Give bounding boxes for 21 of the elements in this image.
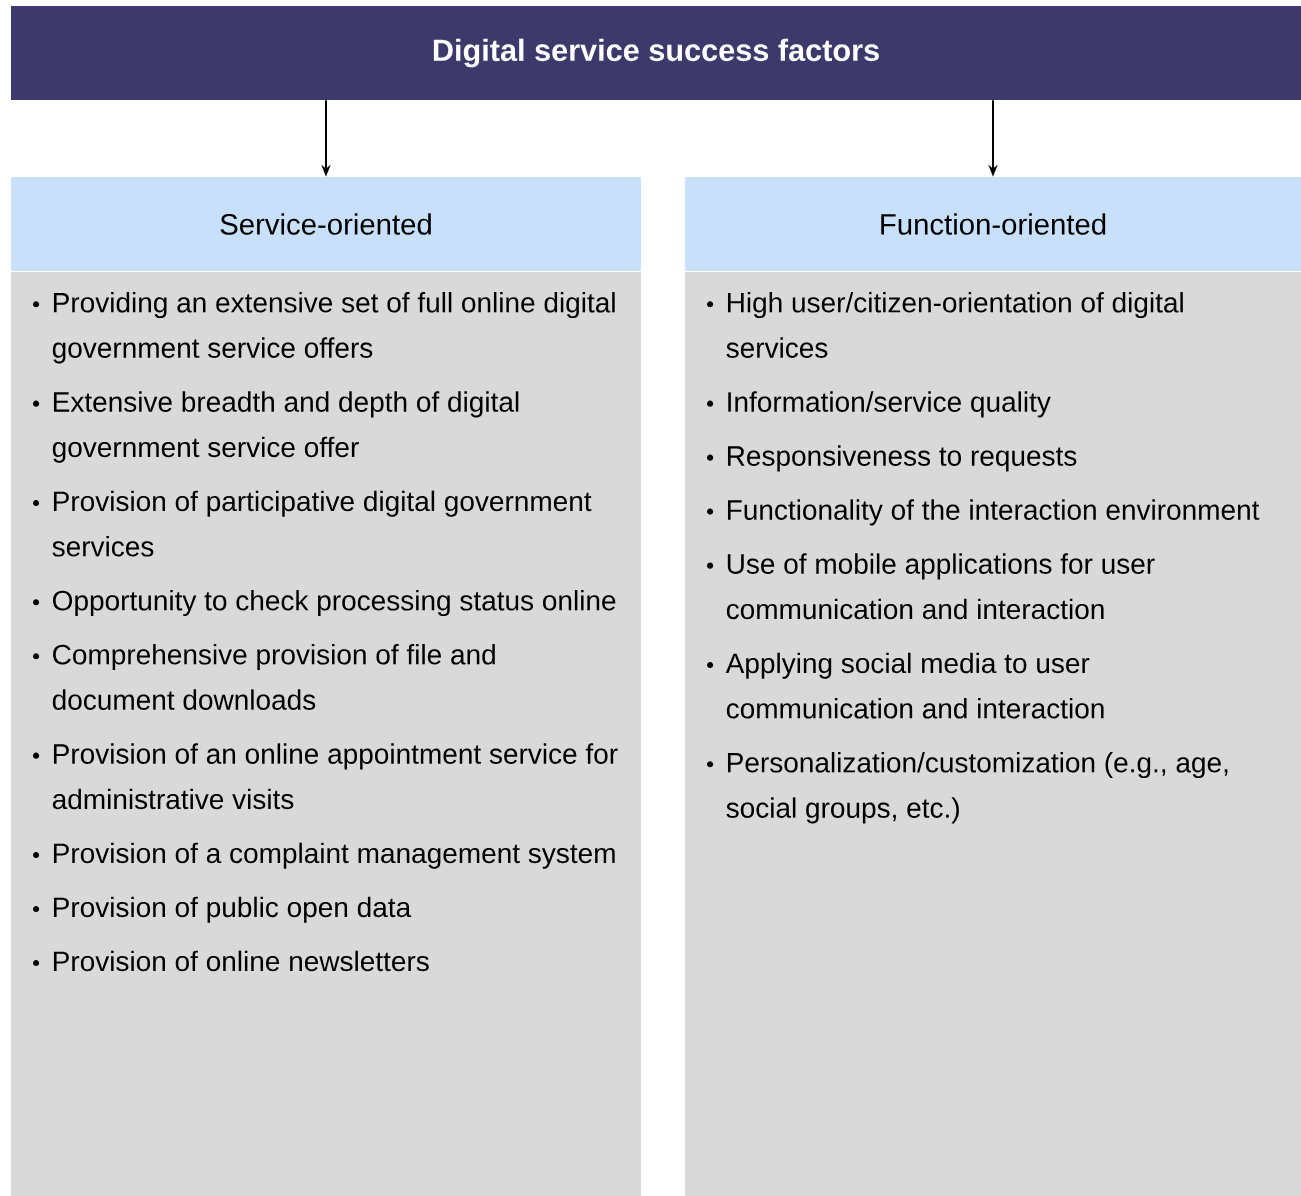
title-banner: Digital service success factors	[11, 6, 1301, 100]
list-item: Provision of a complaint management system	[33, 842, 615, 869]
list-item: High user/citizen-orientation of digital services	[707, 292, 1183, 358]
list-item: Comprehensive provision of file and document downloads	[33, 644, 495, 710]
column-header: Function-oriented	[685, 177, 1301, 271]
list-item: Use of mobile applications for user communication and interaction	[707, 553, 1155, 620]
list-item: Provision of participative digital government services	[33, 490, 592, 557]
list-panel	[685, 272, 1301, 1196]
list-item: Extensive breadth and depth of digital government service offer	[33, 391, 519, 463]
column-header: Service-oriented	[11, 177, 641, 271]
list-item: Information/service quality	[707, 391, 1051, 418]
list-item: Provision of an online appointment service for administrative visits	[33, 743, 618, 810]
list-item: Provision of public open data	[33, 896, 412, 923]
list-item: Personalization/customization (e.g., age, social groups, etc.)	[707, 752, 1228, 824]
list-item: Providing an extensive set of full online digital government service offers	[33, 292, 615, 364]
list-item: Functionality of the interaction environment	[707, 499, 1260, 526]
list-item: Provision of online newsletters	[33, 950, 429, 972]
list-item: Responsiveness to requests	[707, 445, 1077, 472]
list-panel	[11, 272, 641, 1196]
list-item: Opportunity to check processing status online	[33, 590, 616, 617]
list-item: Applying social media to user communication and interaction	[707, 652, 1104, 719]
